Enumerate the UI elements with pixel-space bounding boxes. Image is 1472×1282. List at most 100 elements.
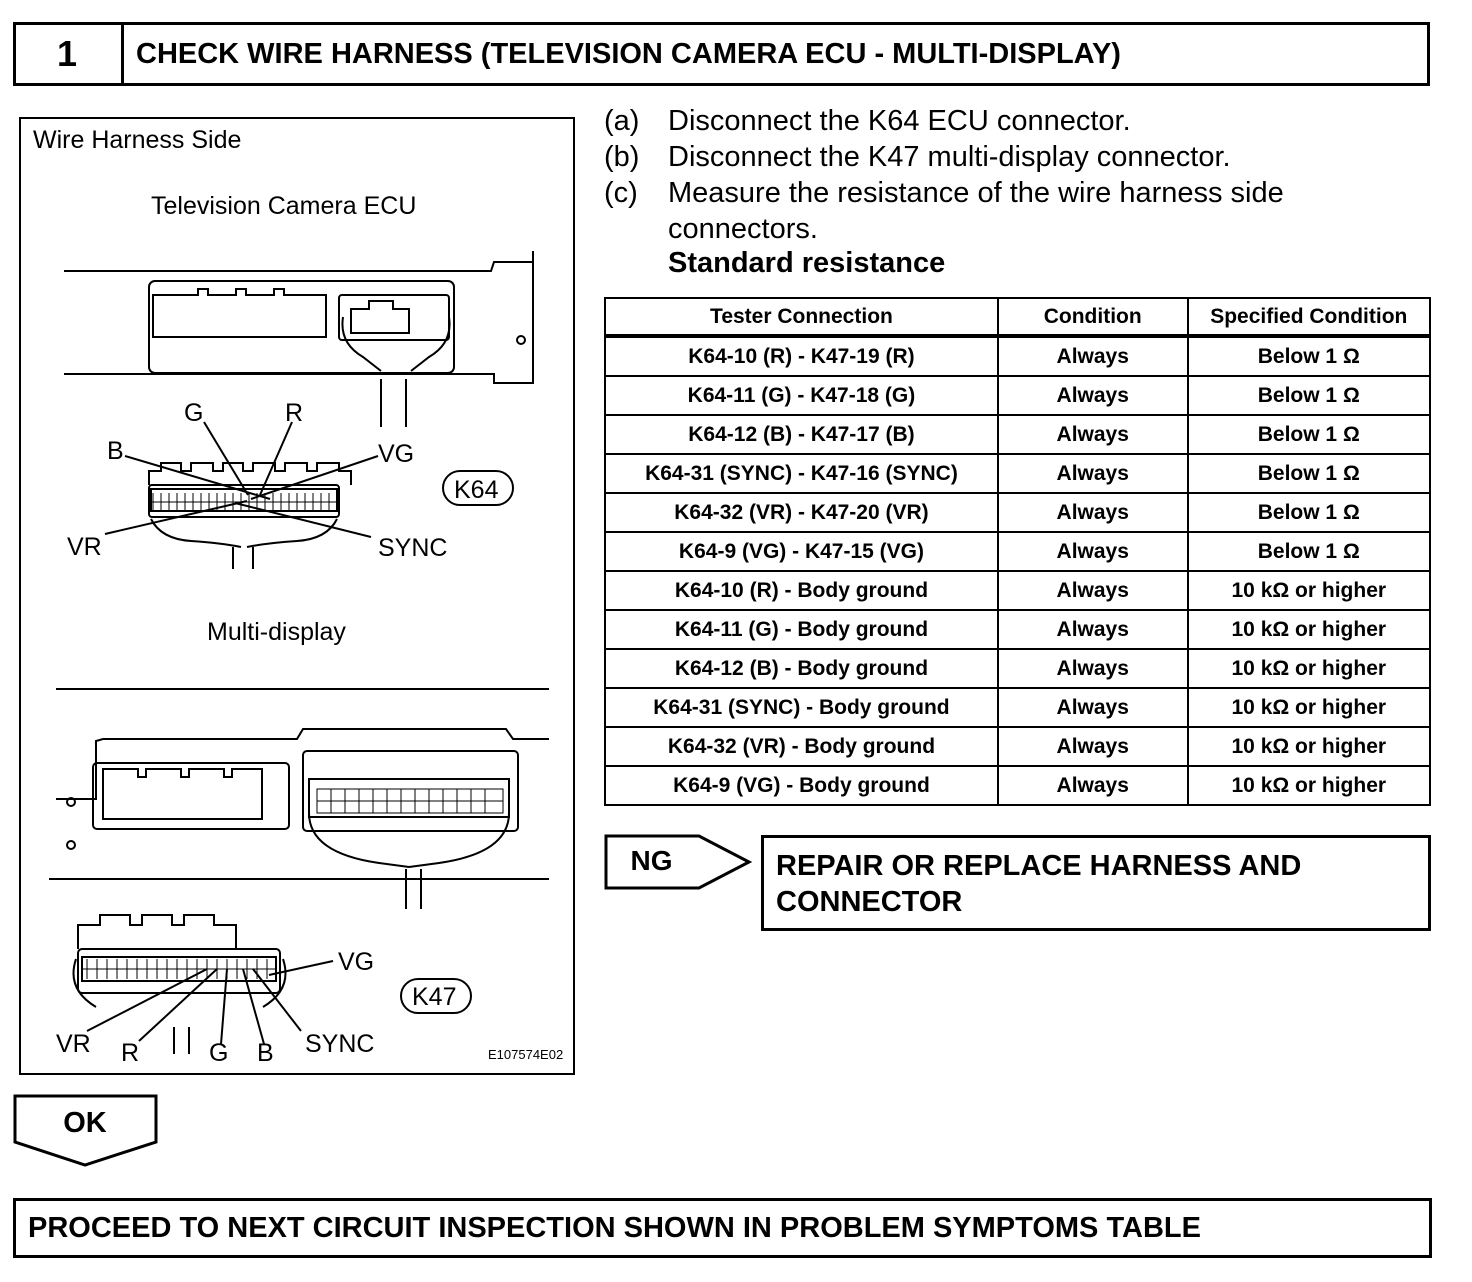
table-cell: Always xyxy=(996,453,1189,494)
connector-diagram: Wire Harness Side Television Camera ECU … xyxy=(33,126,563,1067)
ok-label: OK xyxy=(63,1106,107,1139)
table-cell: Always xyxy=(996,687,1189,728)
k64-connector-body xyxy=(148,484,340,518)
ng-label: NG xyxy=(630,845,673,876)
table-cell: Below 1 Ω xyxy=(1186,531,1432,572)
table-cell: Always xyxy=(996,531,1189,572)
instruction-c-text-line2: connectors. xyxy=(668,213,818,245)
table-cell: Always xyxy=(996,570,1189,611)
table-cell: 10 kΩ or higher xyxy=(1186,609,1432,650)
table-cell: Below 1 Ω xyxy=(1186,453,1432,494)
k64-label-g: G xyxy=(184,399,203,427)
display-housing-outline xyxy=(56,728,549,800)
k64-label-vr: VR xyxy=(67,533,102,561)
ecu-left-port xyxy=(152,288,327,338)
figure-code: E107574E02 xyxy=(488,1047,563,1062)
k47-label-sync: SYNC xyxy=(305,1030,374,1058)
k64-label-sync: SYNC xyxy=(378,534,447,562)
table-cell: Below 1 Ω xyxy=(1186,375,1432,416)
ng-arrow-icon xyxy=(604,834,753,890)
table-cell: Always xyxy=(996,765,1189,806)
ok-arrow-icon xyxy=(13,1094,158,1167)
table-cell: K64-9 (VG) - Body ground xyxy=(604,765,999,806)
table-cell: Always xyxy=(996,609,1189,650)
resistance-table: Tester Connection Condition Specified Co… xyxy=(604,297,1432,806)
column-header: Tester Connection xyxy=(604,297,999,338)
ok-action-box: PROCEED TO NEXT CIRCUIT INSPECTION SHOWN… xyxy=(13,1198,1432,1258)
table-cell: K64-12 (B) - Body ground xyxy=(604,648,999,689)
display-title: Multi-display xyxy=(207,618,346,646)
instruction-a-text: Disconnect the K64 ECU connector. xyxy=(668,105,1131,137)
table-cell: 10 kΩ or higher xyxy=(1186,765,1432,806)
table-cell: K64-12 (B) - K47-17 (B) xyxy=(604,414,999,455)
k64-badge: K64 xyxy=(454,476,499,504)
display-left-port xyxy=(102,768,263,820)
k47-label-b: B xyxy=(257,1039,274,1067)
wire-harness-illustration: Wire Harness Side Television Camera ECU … xyxy=(19,117,575,1075)
table-cell: Always xyxy=(996,492,1189,533)
instruction-a-label: (a) xyxy=(604,105,640,137)
table-cell: Always xyxy=(996,335,1189,377)
k47-label-vg: VG xyxy=(338,948,374,976)
table-cell: 10 kΩ or higher xyxy=(1186,570,1432,611)
table-cell: Below 1 Ω xyxy=(1186,335,1432,377)
k47-connector-body xyxy=(77,948,281,994)
k47-label-g: G xyxy=(209,1039,228,1067)
step-number: 1 xyxy=(13,22,124,86)
step-title: CHECK WIRE HARNESS (TELEVISION CAMERA EC… xyxy=(136,37,1121,70)
k47-badge: K47 xyxy=(412,983,456,1011)
k64-connector-top xyxy=(148,462,352,485)
harness-side-heading: Wire Harness Side xyxy=(33,126,241,154)
k64-label-b: B xyxy=(107,437,124,465)
instruction-c-label: (c) xyxy=(604,177,638,209)
table-cell: K64-10 (R) - Body ground xyxy=(604,570,999,611)
table-cell: K64-11 (G) - K47-18 (G) xyxy=(604,375,999,416)
table-header-row: Tester Connection Condition Specified Co… xyxy=(604,297,1432,338)
table-cell: 10 kΩ or higher xyxy=(1186,648,1432,689)
table-cell: K64-32 (VR) - Body ground xyxy=(604,726,999,767)
table-cell: K64-31 (SYNC) - K47-16 (SYNC) xyxy=(604,453,999,494)
table-cell: Below 1 Ω xyxy=(1186,414,1432,455)
k47-connector-top xyxy=(77,914,237,949)
step-header xyxy=(13,22,1430,86)
k64-label-r: R xyxy=(285,399,303,427)
table-cell: Always xyxy=(996,726,1189,767)
table-cell: Below 1 Ω xyxy=(1186,492,1432,533)
k64-badge-outline xyxy=(442,470,514,506)
instruction-c-text: Measure the resistance of the wire harne… xyxy=(668,177,1284,209)
table-cell: 10 kΩ or higher xyxy=(1186,687,1432,728)
table-cell: K64-32 (VR) - K47-20 (VR) xyxy=(604,492,999,533)
k47-badge-outline xyxy=(400,978,472,1014)
k64-label-vg: VG xyxy=(378,440,414,468)
table-cell: K64-9 (VG) - K47-15 (VG) xyxy=(604,531,999,572)
table-cell: 10 kΩ or higher xyxy=(1186,726,1432,767)
standard-resistance-heading: Standard resistance xyxy=(668,247,946,279)
ecu-title: Television Camera ECU xyxy=(151,192,416,220)
instruction-b-text: Disconnect the K47 multi-display connect… xyxy=(668,141,1231,173)
table-cell: Always xyxy=(996,648,1189,689)
k47-label-r: R xyxy=(121,1039,139,1067)
table-cell: K64-10 (R) - K47-19 (R) xyxy=(604,335,999,377)
display-right-port xyxy=(302,750,519,832)
instruction-b-label: (b) xyxy=(604,141,640,173)
table-cell: Always xyxy=(996,414,1189,455)
column-header: Condition xyxy=(996,297,1189,338)
table-cell: K64-31 (SYNC) - Body ground xyxy=(604,687,999,728)
table-cell: K64-11 (G) - Body ground xyxy=(604,609,999,650)
table-cell: Always xyxy=(996,375,1189,416)
column-header: Specified Condition xyxy=(1186,297,1432,338)
k47-label-vr: VR xyxy=(56,1030,91,1058)
ng-action-box: REPAIR OR REPLACE HARNESS AND CONNECTOR xyxy=(761,835,1431,931)
